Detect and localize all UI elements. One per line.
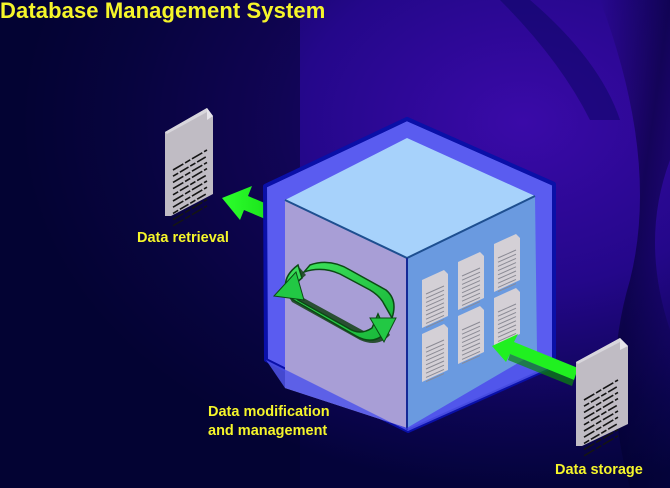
record-text-line [425,298,445,308]
record-text-line [497,270,517,280]
record-text-line [425,310,445,320]
record-text-line [425,314,445,324]
document-text-line [583,428,619,451]
record-text-line [497,324,517,334]
document-text-line [583,404,619,426]
record-text-line [497,307,517,317]
data-retrieval-label: Data retrieval [137,230,229,246]
stored-document-icon [576,338,628,457]
document-text-line [583,397,619,420]
page-title: Database Management System [0,0,326,23]
document-text-line [583,391,619,414]
stored-records-grid [422,234,520,383]
stored-record-document-icon [458,252,484,311]
data-modification-label-line2: and management [208,423,328,439]
record-text-line [425,368,445,378]
stored-record-document-icon [494,234,520,293]
record-text-line [497,332,517,342]
document-text-lines [583,379,619,457]
record-text-line [461,280,481,290]
record-text-line [497,257,517,267]
record-text-line [497,283,517,293]
record-text-line [461,267,481,277]
data-modification-label-line1: Data modification [208,404,330,420]
storage-arrow-icon [492,334,578,386]
document-text-line [583,416,619,438]
record-text-line [497,274,517,284]
record-text-line [497,278,517,288]
record-text-line [461,288,481,298]
cube-top-face [285,138,535,258]
record-text-line [425,293,445,303]
record-text-line [461,325,481,335]
record-text-line [425,285,445,295]
stored-record-document-icon [422,324,448,383]
document-text-line [172,174,208,196]
record-text-line [425,360,445,370]
circular-arrows-icon [272,261,397,344]
record-text-line [425,343,445,353]
document-text-line [172,192,208,215]
record-text-line [461,296,481,306]
record-text-line [497,253,517,263]
record-text-line [425,302,445,312]
document-text-line [583,379,619,401]
stored-record-document-icon [458,306,484,365]
record-text-line [461,355,481,365]
record-text-line [461,338,481,348]
record-text-line [461,301,481,311]
record-text-line [497,262,517,272]
record-text-line [461,329,481,339]
record-text-line [461,271,481,281]
record-text-line [497,328,517,338]
document-text-line [172,155,208,177]
record-text-line [425,347,445,357]
retrieved-document-icon [165,108,213,227]
cube-left-face [285,200,407,428]
record-text-line [425,364,445,374]
background-streak [500,0,620,120]
document-text-line [172,198,208,221]
record-text-line [425,306,445,316]
document-text-line [583,410,619,432]
record-text-line [497,316,517,326]
document-text-line [172,161,208,184]
record-text-line [497,266,517,276]
document-text-line [583,385,619,407]
document-text-line [583,435,619,457]
record-text-line [461,321,481,331]
record-text-line [497,320,517,330]
background-shade [0,0,300,488]
data-storage-label: Data storage [555,462,643,478]
record-text-line [425,373,445,383]
record-text-line [425,339,445,349]
document-text-line [172,149,208,171]
record-text-line [461,346,481,356]
record-text-line [425,352,445,362]
record-text-line [461,350,481,360]
record-text-line [425,319,445,329]
record-text-line [497,311,517,321]
document-text-line [583,422,619,445]
record-text-line [497,249,517,259]
record-text-line [425,289,445,299]
record-text-line [461,334,481,344]
data-modification-label: Data modification and management [208,403,330,441]
record-text-line [461,342,481,352]
document-text-line [172,167,208,190]
database-cube-icon [263,116,556,433]
document-text-line [172,205,208,227]
document-text-lines [172,149,208,227]
document-text-line [172,186,208,208]
record-text-line [425,356,445,366]
record-text-line [461,284,481,294]
record-text-line [461,275,481,285]
record-text-line [497,303,517,313]
record-text-line [461,292,481,302]
stored-record-document-icon [422,270,448,329]
document-text-line [172,180,208,202]
